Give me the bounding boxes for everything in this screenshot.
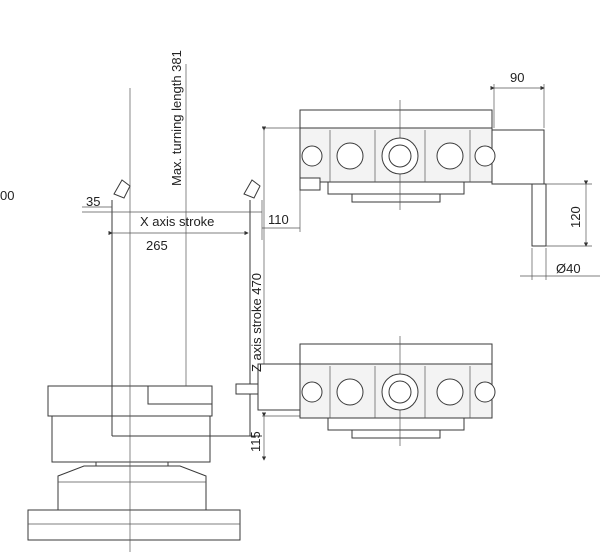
z-axis-dimension bbox=[261, 126, 300, 381]
dimension-120-label: 120 bbox=[568, 206, 583, 228]
dimension-115-label: 115 bbox=[248, 431, 263, 452]
dimension-120 bbox=[546, 180, 592, 247]
x-axis-stroke-label: X axis stroke bbox=[140, 214, 214, 229]
turning-envelope bbox=[111, 64, 262, 437]
dimension-diameter-40 bbox=[520, 248, 600, 280]
dimension-90 bbox=[490, 84, 545, 128]
dimension-115 bbox=[261, 412, 300, 461]
dimension-90-label: 90 bbox=[510, 70, 524, 85]
diameter-40-label: Ø40 bbox=[556, 261, 581, 276]
upper-turret bbox=[299, 100, 547, 247]
x-axis-dimension bbox=[82, 179, 301, 240]
chuck-assembly bbox=[27, 385, 241, 541]
edge-partial-label: 00 bbox=[0, 188, 14, 203]
x-stroke-value-label: 265 bbox=[146, 238, 168, 253]
max-turning-length-label: Max. turning length 381 bbox=[169, 50, 184, 186]
dimension-35-label: 35 bbox=[86, 194, 100, 209]
lower-turret bbox=[235, 336, 496, 446]
z-axis-stroke-label: Z axis stroke 470 bbox=[249, 273, 264, 372]
dimension-110-label: 110 bbox=[268, 212, 289, 227]
